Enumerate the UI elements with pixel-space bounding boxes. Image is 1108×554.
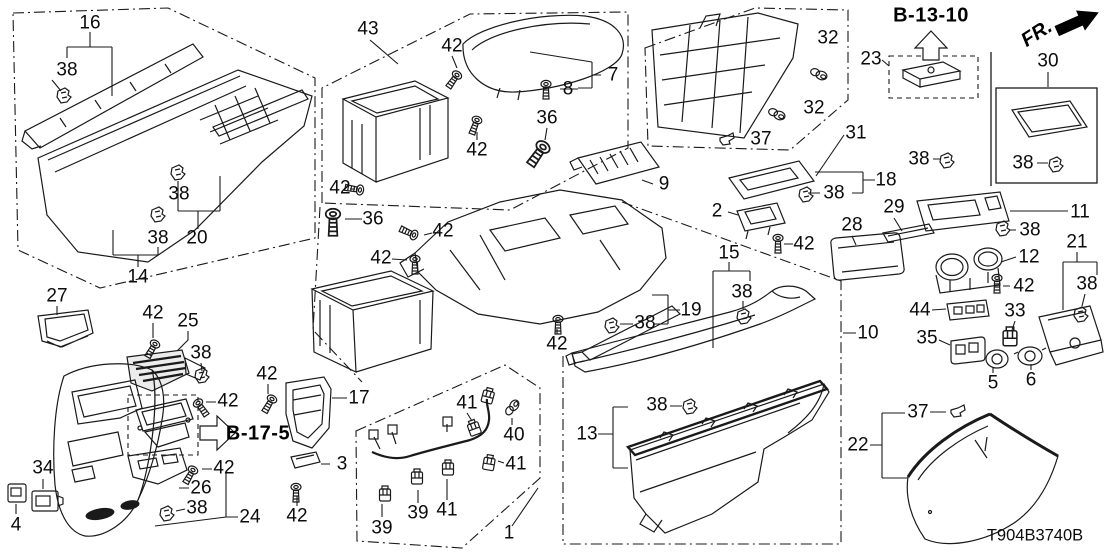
callout-38-31: 38	[1012, 152, 1034, 174]
callout-36-10: 36	[536, 107, 558, 129]
phantom-group-borders	[12, 7, 849, 549]
callout-37-27: 37	[750, 128, 772, 150]
callout-41-72: 41	[505, 453, 527, 475]
callout-12-41: 12	[1018, 246, 1040, 268]
callout-9-16: 9	[658, 173, 670, 195]
callout-38-30: 38	[908, 148, 930, 170]
callout-2-33: 2	[711, 200, 723, 222]
callout-34-64: 34	[32, 457, 54, 479]
callout-13-22: 13	[576, 423, 598, 445]
callout-15-21: 15	[718, 242, 740, 264]
callout-6-49: 6	[1025, 369, 1037, 391]
callout-44-44: 44	[909, 299, 931, 321]
callout-42-7: 42	[441, 35, 463, 57]
callout-38-39: 38	[1019, 219, 1041, 241]
callout-30-29: 30	[1037, 50, 1059, 72]
part-23-31-2-drawing	[651, 12, 955, 254]
dashed-ref-boxes	[127, 55, 979, 456]
callout-17-58: 17	[348, 387, 370, 409]
part-15-13-22-drawing	[565, 285, 1059, 545]
callout-3-59: 3	[336, 453, 348, 475]
callout-38-34: 38	[823, 182, 845, 204]
callout-38-20: 38	[731, 281, 753, 303]
callout-27-52: 27	[46, 285, 68, 307]
fr-direction-arrow	[1054, 10, 1099, 37]
part-43-7-9-drawing	[310, 14, 682, 373]
callout-32-24: 32	[817, 27, 839, 49]
callout-39-67: 39	[371, 517, 393, 539]
callout-26-61: 26	[190, 477, 212, 499]
service-ref-b-17-5: B-17-5	[225, 422, 291, 445]
callout-42-11: 42	[466, 139, 488, 161]
callout-29-35: 29	[883, 196, 905, 218]
callout-21-40: 21	[1066, 231, 1088, 253]
callout-38-55: 38	[190, 342, 212, 364]
callout-10-46: 10	[857, 322, 879, 344]
callout-42-12: 42	[329, 177, 351, 199]
callout-42-56: 42	[256, 363, 278, 385]
callout-38-18: 38	[634, 312, 656, 334]
callout-42-66: 42	[286, 505, 308, 527]
callout-36-13: 36	[362, 208, 384, 230]
callout-41-69: 41	[436, 499, 458, 521]
callout-38-62: 38	[186, 497, 208, 519]
part-16-14-20-drawing	[21, 43, 313, 263]
callout-14-5: 14	[127, 266, 149, 288]
callout-39-68: 39	[407, 502, 429, 524]
callout-22-51: 22	[847, 434, 869, 456]
callout-32-26: 32	[803, 97, 825, 119]
callout-38-1: 38	[56, 59, 78, 81]
callout-18-32: 18	[875, 169, 897, 191]
part-24-cluster-drawing	[7, 309, 332, 537]
callout-11-38: 11	[1070, 201, 1090, 223]
callout-41-70: 41	[456, 392, 478, 414]
callout-35-47: 35	[916, 327, 938, 349]
leader-lines	[15, 32, 1098, 527]
b-17-5-arrow-icon	[199, 414, 236, 452]
callout-42-17: 42	[546, 333, 568, 355]
callout-20-4: 20	[186, 227, 208, 249]
callout-25-54: 25	[177, 310, 199, 332]
part-right-cluster-drawing	[830, 191, 1104, 369]
callout-23-25: 23	[860, 48, 882, 70]
callout-42-14: 42	[432, 220, 454, 242]
callout-42-42: 42	[1013, 275, 1035, 297]
callout-7-8: 7	[607, 64, 619, 86]
callout-16-0: 16	[79, 12, 101, 34]
service-ref-b-13-10: B-13-10	[893, 4, 969, 27]
callout-4-65: 4	[10, 514, 22, 536]
callout-42-37: 42	[793, 233, 815, 255]
callout-42-60: 42	[213, 457, 235, 479]
diagram-part-code: T904B3740B	[986, 526, 1084, 545]
callout-31-28: 31	[845, 122, 867, 144]
callout-28-36: 28	[841, 214, 863, 236]
callout-33-45: 33	[1004, 300, 1026, 322]
b-13-10-arrow-icon	[913, 30, 949, 61]
callout-38-23: 38	[646, 394, 668, 416]
callout-1-73: 1	[503, 522, 515, 544]
callout-40-71: 40	[503, 424, 525, 446]
callout-37-50: 37	[907, 401, 929, 423]
callout-43-6: 43	[357, 18, 379, 40]
callout-42-15: 42	[370, 247, 392, 269]
part-1-harness-drawing	[368, 386, 522, 502]
callout-5-48: 5	[987, 372, 999, 394]
callout-24-63: 24	[239, 506, 261, 528]
callout-38-3: 38	[147, 227, 169, 249]
callout-8-9: 8	[562, 78, 574, 100]
part30-box	[990, 52, 1098, 186]
callout-38-43: 38	[1076, 273, 1098, 295]
part-b1310-30-drawing	[901, 30, 1089, 173]
callout-19-19: 19	[680, 299, 702, 321]
callout-42-53: 42	[142, 302, 164, 324]
callout-42-57: 42	[217, 390, 239, 412]
callout-38-2: 38	[168, 183, 190, 205]
